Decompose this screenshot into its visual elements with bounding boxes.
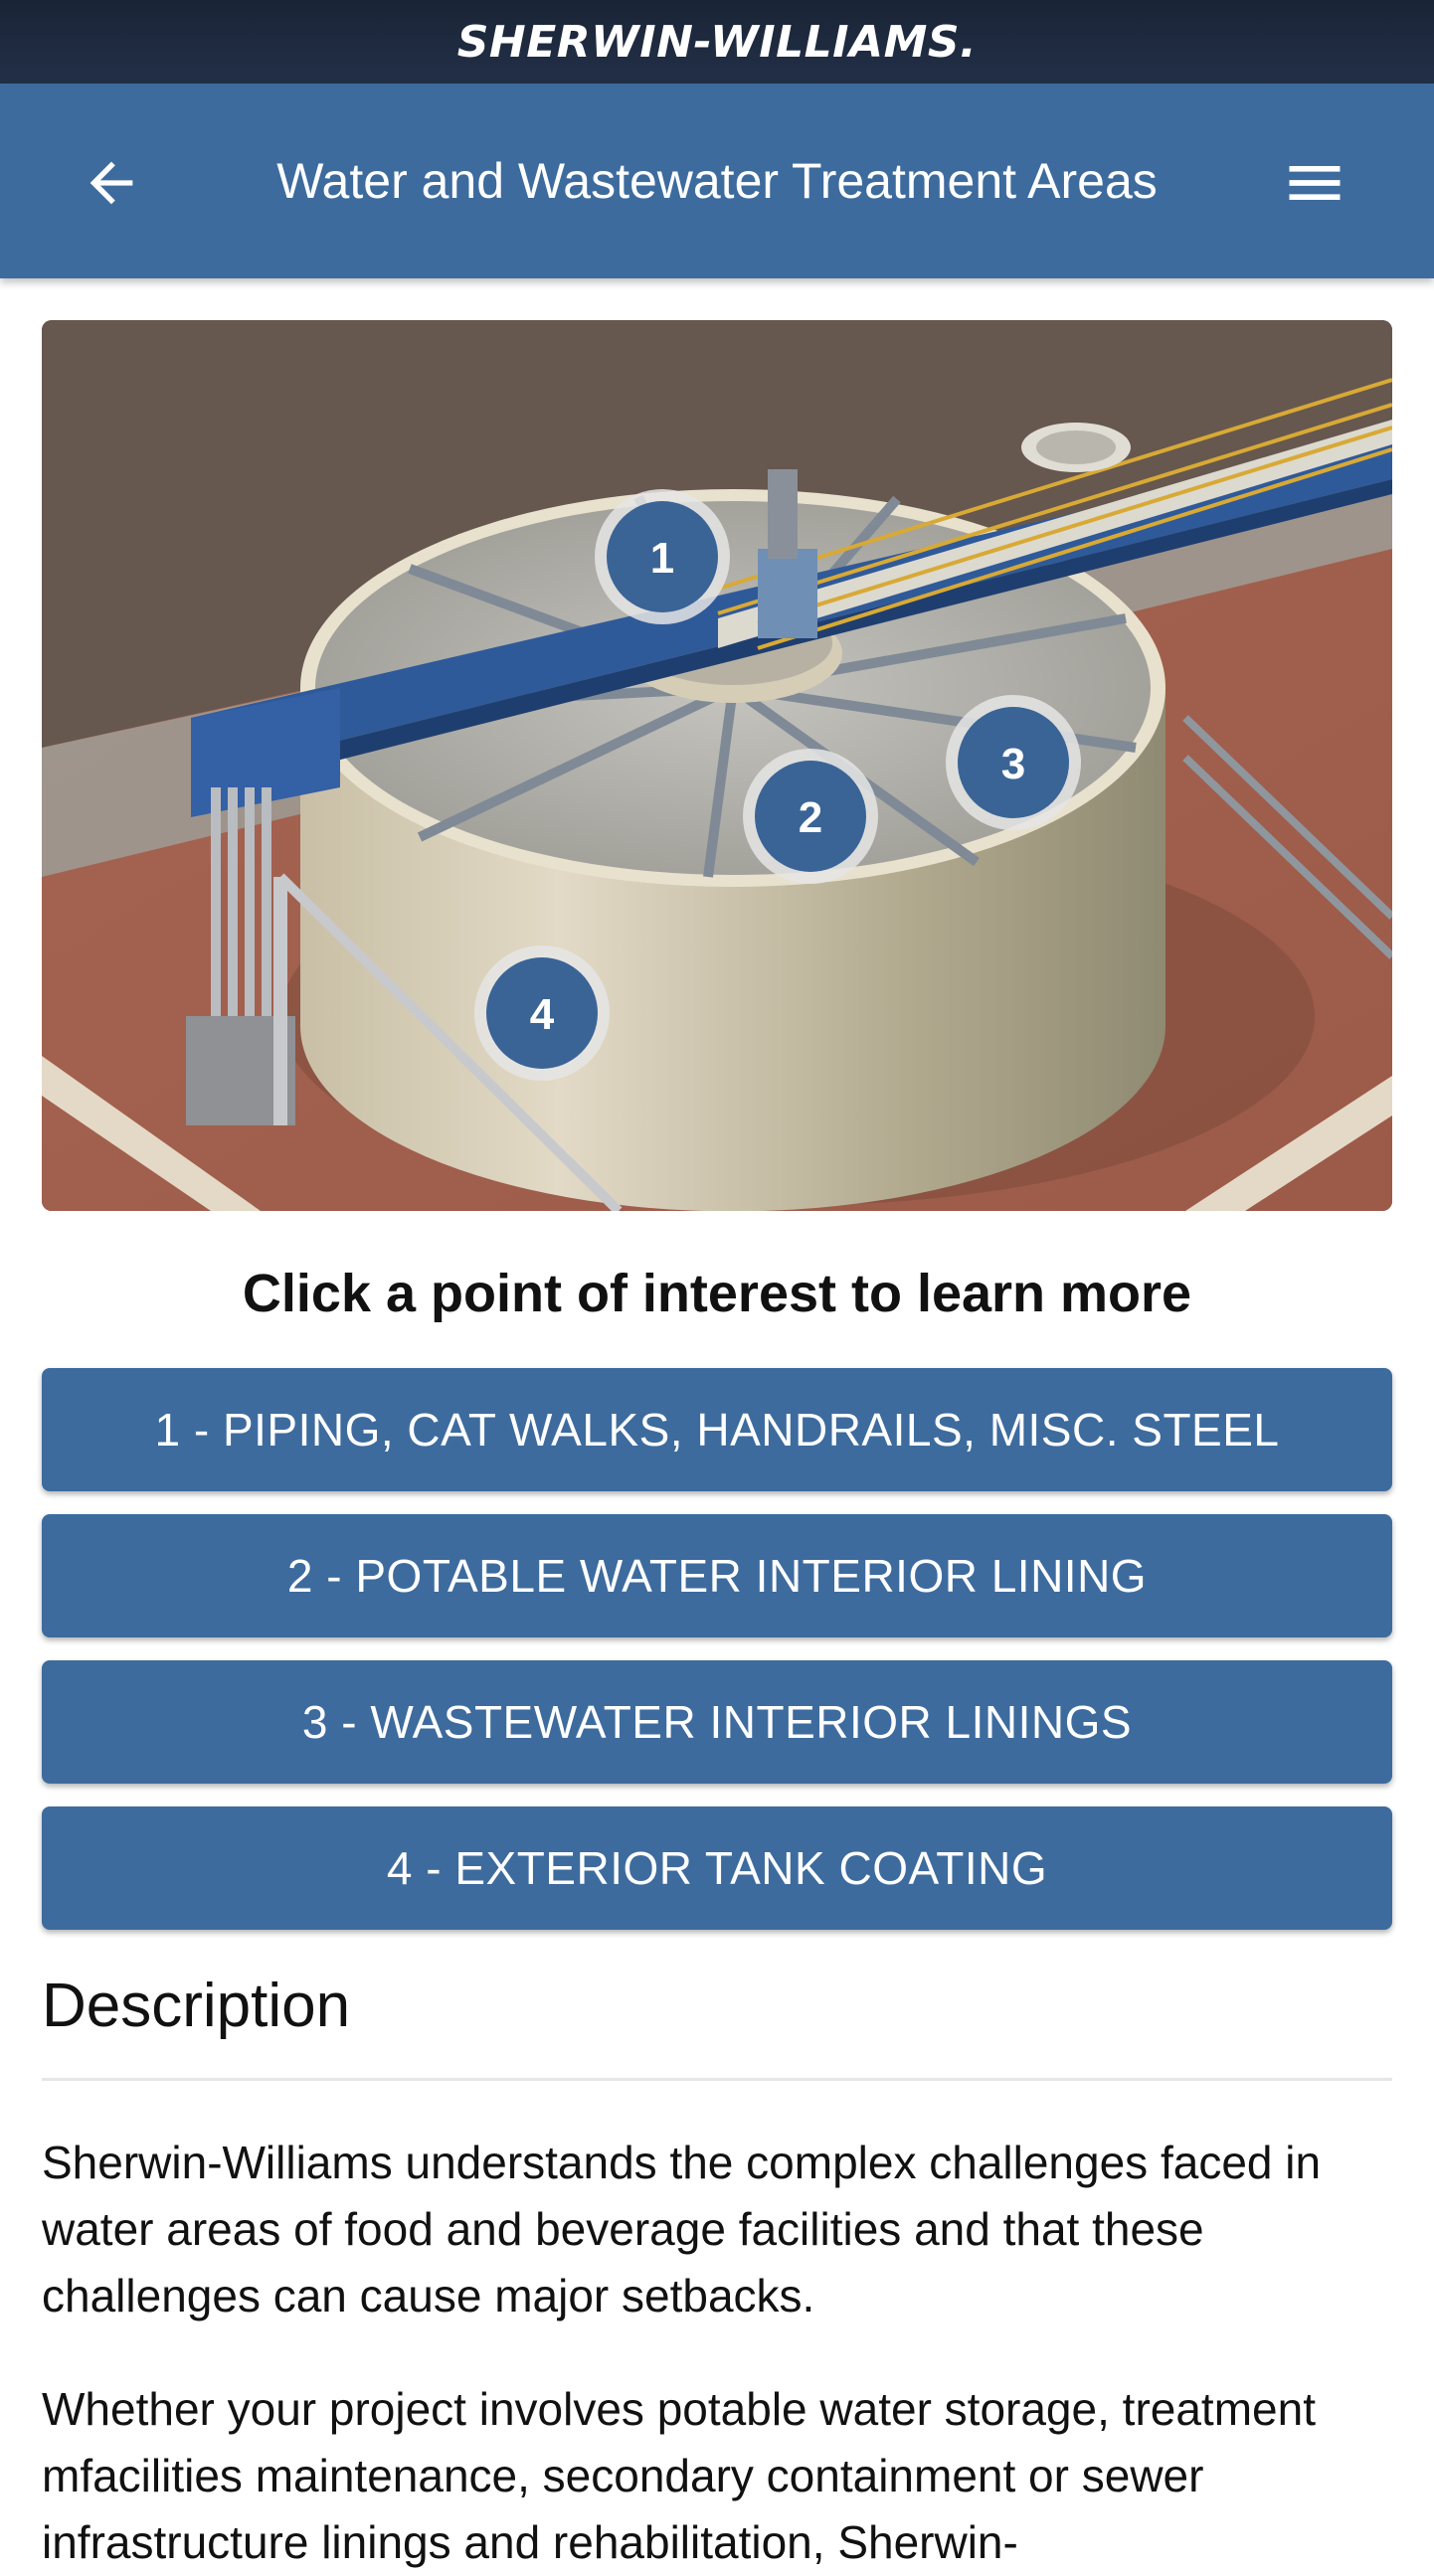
menu-button[interactable] [1273, 141, 1356, 225]
description-heading: Description [42, 1972, 351, 2040]
brand-bar: SHERWIN-WILLIAMS. [0, 0, 1434, 84]
poi-marker-4[interactable]: 4 [474, 945, 610, 1081]
arrow-left-icon [90, 161, 133, 205]
instruction-text: Click a point of interest to learn more [242, 1264, 1192, 1323]
poi-marker-1-label: 1 [650, 534, 674, 583]
piping-catwalks-button[interactable]: 1 - PIPING, CAT WALKS, HANDRAILS, MISC. … [42, 1368, 1392, 1491]
poi-marker-3-label: 3 [1001, 740, 1025, 788]
back-button[interactable] [70, 141, 153, 225]
poi-marker-2-label: 2 [799, 793, 822, 842]
wastewater-linings-button[interactable]: 3 - WASTEWATER INTERIOR LININGS [42, 1660, 1392, 1784]
app-bar: Water and Wastewater Treatment Areas [0, 84, 1434, 278]
tank-illustration-graphic: 1 2 3 4 [42, 320, 1392, 1211]
poi-marker-1[interactable]: 1 [595, 489, 730, 624]
section-divider [42, 2078, 1392, 2081]
poi-marker-2[interactable]: 2 [743, 749, 878, 884]
poi-marker-3[interactable]: 3 [946, 695, 1081, 830]
exterior-tank-coating-button[interactable]: 4 - EXTERIOR TANK COATING [42, 1806, 1392, 1930]
sherwin-williams-logo: SHERWIN-WILLIAMS. [456, 16, 978, 68]
description-paragraph-1: Sherwin-Williams understands the complex… [42, 2137, 1322, 2321]
potable-water-lining-button[interactable]: 2 - POTABLE WATER INTERIOR LINING [42, 1514, 1392, 1637]
page-title: Water and Wastewater Treatment Areas [276, 153, 1158, 209]
poi-marker-4-label: 4 [530, 990, 555, 1039]
description-paragraph-2: Whether your project involves potable wa… [42, 2383, 1316, 2568]
clarifier-tank-illustration: 1 2 3 4 [42, 320, 1392, 1211]
hamburger-menu-icon [1289, 166, 1341, 200]
